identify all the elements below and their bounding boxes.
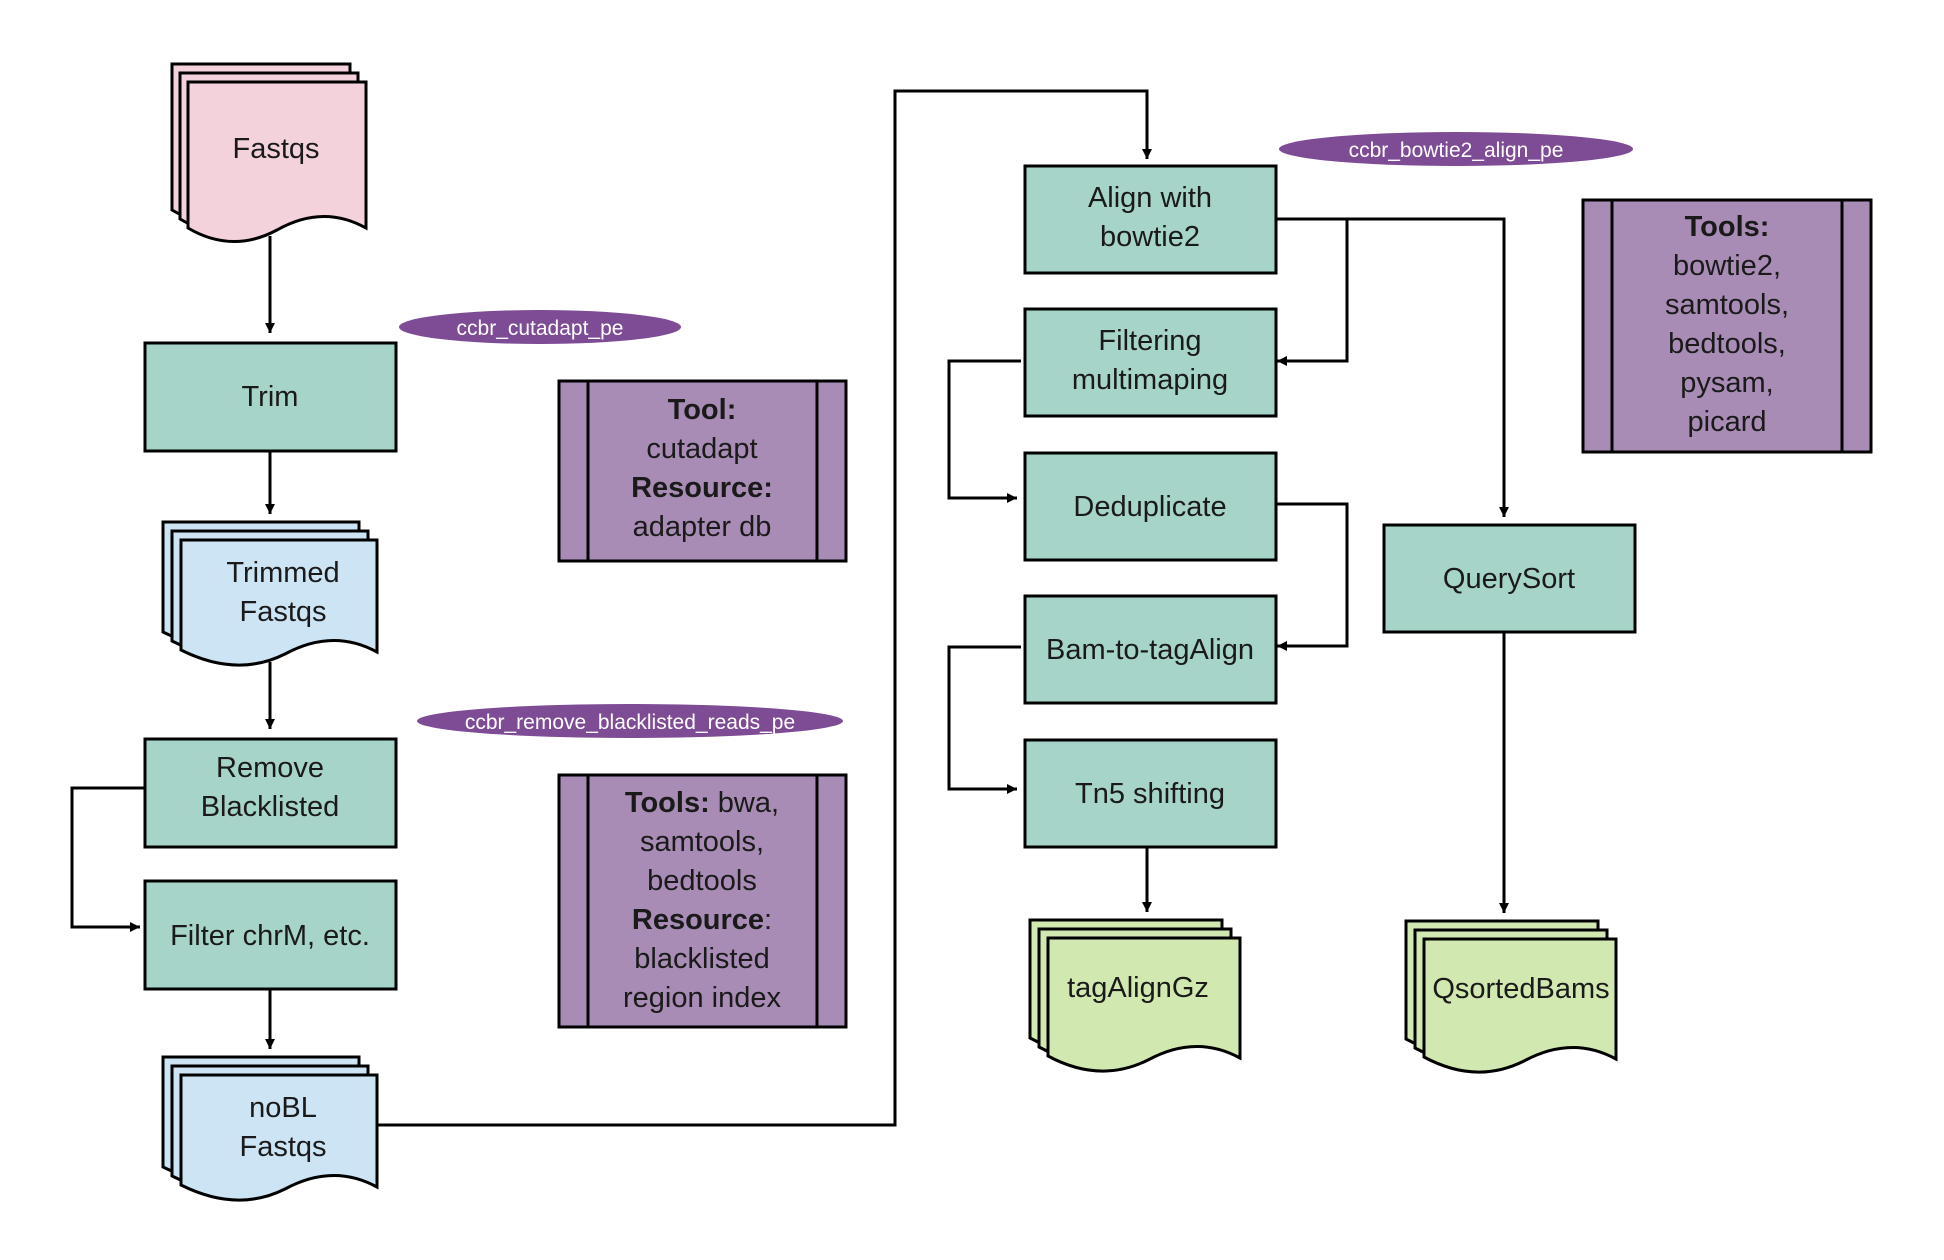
file-nobl-fastqs-label-1: noBL [249, 1092, 317, 1124]
tool-panel-blacklist-resource-label: Resource [632, 904, 764, 936]
step-filter-chrm-label: Filter chrM, etc. [170, 920, 370, 952]
tool-panel-bowtie2: Tools: bowtie2, samtools, bedtools, pysa… [1581, 198, 1873, 454]
step-querysort: QuerySort [1382, 523, 1637, 634]
edge-bam-to-tagalign-to-tn5 [947, 645, 1021, 794]
tool-panel-cutadapt-tool-label: Tool: [668, 394, 737, 426]
tool-panel-blacklist-resource-1: blacklisted [634, 943, 769, 975]
step-align-bowtie2-label-2: bowtie2 [1100, 221, 1200, 253]
file-tagaligngz-label: tagAlignGz [1067, 972, 1209, 1004]
tool-panel-cutadapt-resource-label: Resource: [631, 472, 773, 504]
tool-panel-blacklist-tools-3: bedtools [647, 865, 757, 897]
file-qsortedbams: QsortedBams [1404, 919, 1618, 1074]
file-nobl-fastqs-label-2: Fastqs [239, 1131, 326, 1163]
rule-pill-bowtie2-align: ccbr_bowtie2_align_pe [1279, 132, 1633, 166]
edge-filtering-to-deduplicate [947, 359, 1021, 503]
rule-pill-cutadapt-label: ccbr_cutadapt_pe [457, 317, 624, 340]
step-align-bowtie2: Align with bowtie2 [1023, 164, 1278, 275]
step-bam-to-tagalign: Bam-to-tagAlign [1023, 594, 1278, 705]
tool-panel-blacklist-resource-colon: : [764, 904, 772, 936]
file-trimmed-fastqs-label-1: Trimmed [226, 557, 339, 589]
rule-pill-remove-blacklisted: ccbr_remove_blacklisted_reads_pe [417, 704, 843, 738]
step-remove-blacklisted-label-1: Remove [216, 752, 324, 784]
tool-panel-cutadapt-resource: adapter db [633, 511, 772, 543]
file-fastqs: Fastqs [170, 62, 368, 243]
edge-align-to-filtering [1273, 217, 1349, 366]
step-remove-blacklisted-label-2: Blacklisted [201, 791, 340, 823]
step-trim: Trim [143, 341, 398, 453]
step-filtering-multimaping-label-2: multimaping [1072, 364, 1228, 396]
step-remove-blacklisted: Remove Blacklisted [143, 737, 398, 849]
edge-nobl-fastqs-to-align [377, 89, 1152, 1127]
step-align-bowtie2-label-1: Align with [1088, 182, 1212, 214]
step-filtering-multimaping-label-1: Filtering [1098, 325, 1201, 357]
tool-panel-blacklist-tools-1: bwa, [710, 787, 779, 819]
edge-deduplicate-to-bam-to-tagalign [1273, 502, 1349, 651]
tool-panel-bowtie2-tools-label: Tools: [1685, 211, 1770, 243]
rule-pill-bowtie2-align-label: ccbr_bowtie2_align_pe [1349, 139, 1564, 162]
rule-pill-cutadapt: ccbr_cutadapt_pe [399, 310, 681, 344]
tool-panel-blacklist: Tools: bwa, samtools, bedtools Resource:… [557, 773, 848, 1029]
edge-remove-blacklisted-to-filter-chrm [70, 786, 145, 932]
file-qsortedbams-label: QsortedBams [1432, 973, 1609, 1005]
edge-align-to-querysort [1347, 217, 1509, 517]
tool-panel-bowtie2-tools-3: bedtools, [1668, 328, 1786, 360]
tool-panel-blacklist-tools-2: samtools, [640, 826, 764, 858]
tool-panel-blacklist-resource-line: Resource: [632, 904, 772, 936]
tool-panel-blacklist-tools-label: Tools: [625, 787, 710, 819]
step-tn5-shifting-label: Tn5 shifting [1075, 778, 1225, 810]
step-deduplicate-label: Deduplicate [1073, 491, 1226, 523]
file-fastqs-label: Fastqs [232, 133, 319, 165]
file-trimmed-fastqs-label-2: Fastqs [239, 596, 326, 628]
rule-pill-remove-blacklisted-label: ccbr_remove_blacklisted_reads_pe [465, 711, 795, 734]
tool-panel-bowtie2-tools-5: picard [1688, 406, 1767, 438]
step-trim-label: Trim [242, 381, 299, 413]
file-nobl-fastqs: noBL Fastqs [161, 1055, 379, 1202]
step-querysort-label: QuerySort [1443, 563, 1575, 595]
tool-panel-bowtie2-tools-1: bowtie2, [1673, 250, 1781, 282]
tool-panel-bowtie2-tools-4: pysam, [1680, 367, 1773, 399]
tool-panel-cutadapt: Tool: cutadapt Resource: adapter db [557, 379, 848, 563]
step-filter-chrm: Filter chrM, etc. [143, 879, 398, 991]
step-tn5-shifting: Tn5 shifting [1023, 738, 1278, 849]
tool-panel-blacklist-tools-line: Tools: bwa, [625, 787, 779, 819]
step-deduplicate: Deduplicate [1023, 451, 1278, 562]
tool-panel-blacklist-resource-2: region index [623, 982, 781, 1014]
connectors [70, 89, 1509, 1127]
tool-panel-cutadapt-tool: cutadapt [646, 433, 757, 465]
file-trimmed-fastqs: Trimmed Fastqs [161, 520, 379, 667]
file-tagaligngz: tagAlignGz [1028, 918, 1242, 1073]
tool-panel-bowtie2-tools-2: samtools, [1665, 289, 1789, 321]
step-filtering-multimaping: Filtering multimaping [1023, 307, 1278, 418]
step-bam-to-tagalign-label: Bam-to-tagAlign [1046, 634, 1254, 666]
